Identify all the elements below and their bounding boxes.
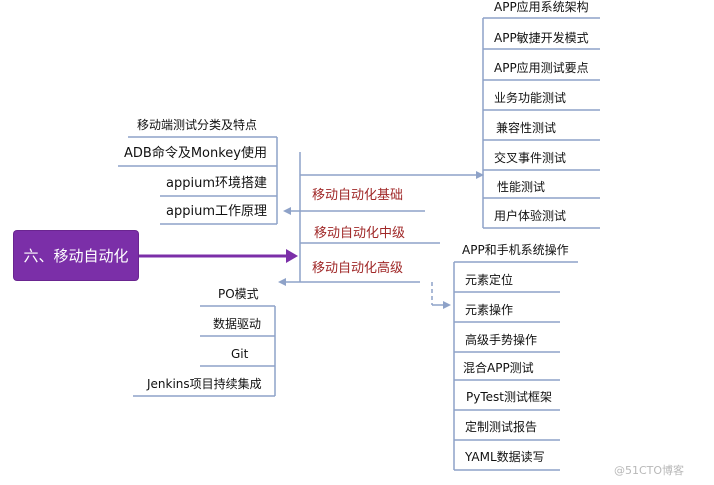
topic-agile-mode[interactable]: APP敏捷开发模式 xyxy=(494,31,589,45)
topic-gestures[interactable]: 高级手势操作 xyxy=(465,333,538,347)
root-node[interactable]: 六、移动自动化 xyxy=(14,231,138,280)
branch-advanced[interactable]: 移动自动化高级 xyxy=(312,261,404,276)
topic-adb-monkey[interactable]: ADB命令及Monkey使用 xyxy=(124,146,267,161)
watermark: @51CTO博客 xyxy=(614,464,685,477)
root-label: 六、移动自动化 xyxy=(23,247,129,265)
topic-pytest[interactable]: PyTest测试框架 xyxy=(466,390,552,404)
topic-hybrid-app[interactable]: 混合APP测试 xyxy=(463,361,534,375)
topic-functional-test[interactable]: 业务功能测试 xyxy=(494,91,567,105)
topic-compatibility-test[interactable]: 兼容性测试 xyxy=(496,121,557,135)
topic-test-points[interactable]: APP应用测试要点 xyxy=(494,61,589,75)
branch-intermediate[interactable]: 移动自动化中级 xyxy=(314,226,406,241)
topic-app-system-ops[interactable]: APP和手机系统操作 xyxy=(462,243,569,257)
topic-data-driven[interactable]: 数据驱动 xyxy=(213,317,262,331)
topic-test-report[interactable]: 定制测试报告 xyxy=(465,420,538,434)
topic-po-pattern[interactable]: PO模式 xyxy=(218,287,259,301)
topic-yaml[interactable]: YAML数据读写 xyxy=(465,450,545,464)
topic-git[interactable]: Git xyxy=(231,347,249,361)
topic-cross-event-test[interactable]: 交叉事件测试 xyxy=(494,151,567,165)
topic-mobile-test-classification[interactable]: 移动端测试分类及特点 xyxy=(137,118,258,132)
topic-element-locate[interactable]: 元素定位 xyxy=(465,273,514,287)
topic-performance-test[interactable]: 性能测试 xyxy=(497,180,546,194)
topic-ux-test[interactable]: 用户体验测试 xyxy=(494,209,567,223)
topic-element-ops[interactable]: 元素操作 xyxy=(465,303,514,317)
branch-basic[interactable]: 移动自动化基础 xyxy=(312,188,404,203)
topic-jenkins-ci[interactable]: Jenkins项目持续集成 xyxy=(147,377,262,391)
topic-appium-setup[interactable]: appium环境搭建 xyxy=(166,176,267,191)
topic-appium-principle[interactable]: appium工作原理 xyxy=(166,204,267,219)
topic-app-architecture[interactable]: APP应用系统架构 xyxy=(494,0,589,14)
